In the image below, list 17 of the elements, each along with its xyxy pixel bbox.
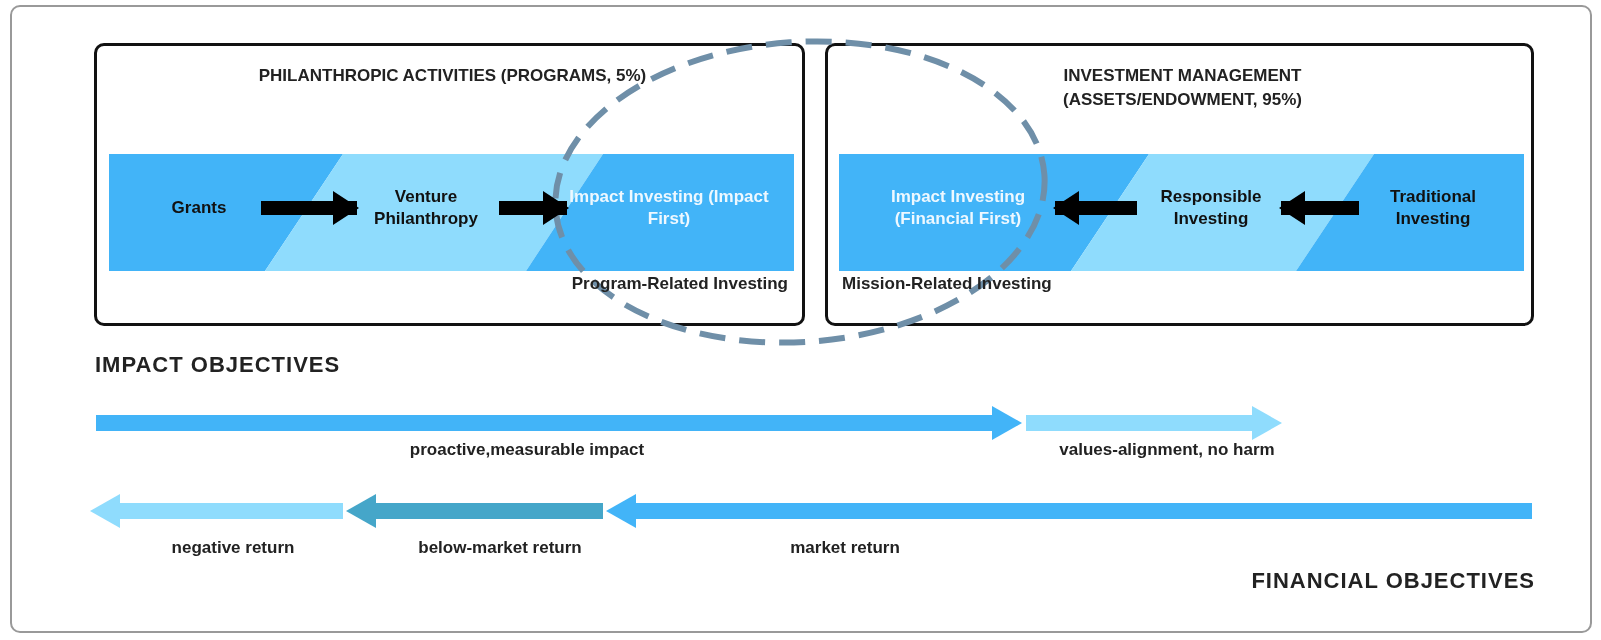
band-segment-label: Venture Philanthropy: [359, 181, 493, 235]
group-title: PHILANTHROPIC ACTIVITIES (PROGRAMS, 5%): [257, 65, 648, 87]
arrow-label: proactive,measurable impact: [409, 440, 645, 460]
group-box: [825, 43, 1534, 326]
band-segment-label: Impact Investing (Financial First): [863, 181, 1053, 235]
axis-heading: IMPACT OBJECTIVES: [95, 352, 341, 378]
band-segment-label: Impact Investing (Impact First): [569, 181, 769, 235]
arrow-label: market return: [790, 538, 900, 558]
band-segment-label: Grants: [143, 188, 255, 228]
arrow-label: values-alignment, no harm: [1059, 440, 1275, 460]
band-segment-label: Traditional Investing: [1365, 181, 1501, 235]
arrow-label: negative return: [171, 538, 295, 558]
arrow-label: below-market return: [418, 538, 582, 558]
group-title: INVESTMENT MANAGEMENT (ASSETS/ENDOWMENT, 95%): [1062, 65, 1303, 111]
band-segment-label: Responsible Investing: [1143, 181, 1279, 235]
group-box: [94, 43, 805, 326]
axis-heading: FINANCIAL OBJECTIVES: [1251, 568, 1535, 594]
